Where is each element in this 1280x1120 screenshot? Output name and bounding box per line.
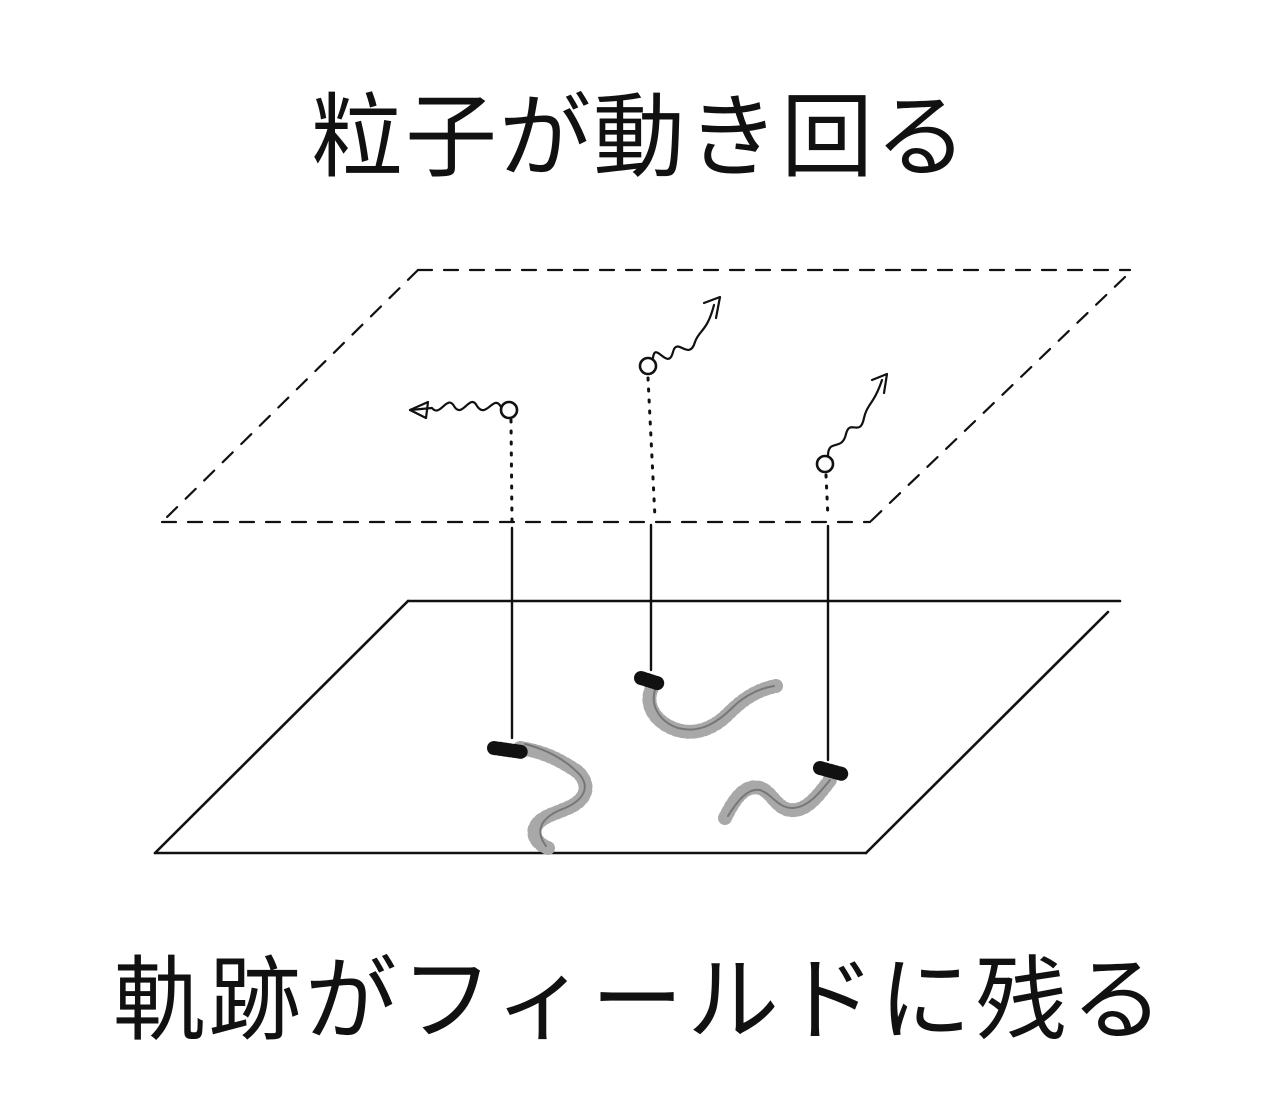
wavy-arrow-up-right-icon: [651, 303, 716, 360]
trail-left: [487, 741, 593, 855]
title-trails-remain: 軌跡がフィールドに残る: [112, 947, 1168, 1054]
particle-right-projection-dots: [824, 473, 830, 520]
wavy-arrow-left-icon: [408, 400, 503, 412]
particle-left: [408, 400, 519, 740]
particle-left-circle: [499, 400, 519, 420]
particle-middle: [638, 295, 722, 672]
trail-right: [718, 761, 849, 825]
particle-middle-projection-dots: [646, 376, 657, 520]
trail-middle: [634, 671, 783, 739]
title-particles-move: 粒子が動き回る: [310, 84, 969, 191]
particle-right-circle: [815, 454, 835, 474]
upper-plane-dashed: [160, 268, 1132, 524]
particle-right: [815, 372, 889, 762]
particle-middle-circle: [638, 356, 658, 376]
field-plane: [153, 599, 1122, 855]
particle-left-projection-dots: [509, 418, 514, 524]
wavy-arrow-up-right-icon: [826, 378, 884, 458]
